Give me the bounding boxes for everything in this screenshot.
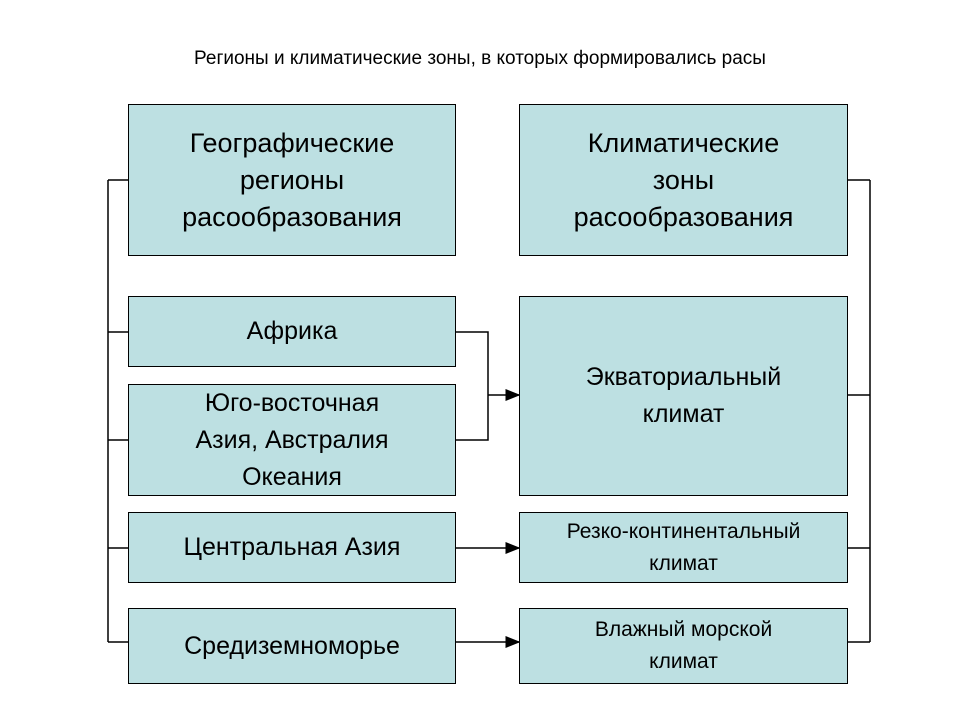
diagram-title: Регионы и климатические зоны, в которых … (194, 48, 766, 69)
climate-maritime-box: Влажный морской климат (519, 608, 848, 684)
left-header-box: Географические регионы расообразования (128, 104, 456, 256)
climate-equatorial-box: Экваториальный климат (519, 296, 848, 496)
region-africa-box: Африка (128, 296, 456, 367)
connector-africa-sea-asia (456, 331, 489, 441)
climate-continental-box: Резко-континентальный климат (519, 512, 848, 583)
right-header-box: Климатические зоны расообразования (519, 104, 848, 256)
region-central-asia-box: Центральная Азия (128, 512, 456, 583)
region-sea-asia-box: Юго-восточная Азия, Австралия Океания (128, 384, 456, 496)
region-mediterranean-box: Средиземноморье (128, 608, 456, 684)
